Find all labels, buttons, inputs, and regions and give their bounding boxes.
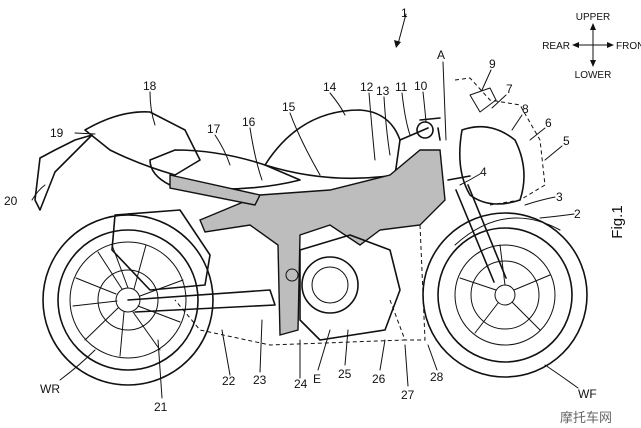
front-fork bbox=[447, 175, 507, 283]
exhaust-pipe bbox=[174, 299, 406, 346]
leader-lines bbox=[31, 13, 579, 399]
tail-cowl bbox=[84, 111, 201, 176]
label-23: 23 bbox=[253, 373, 267, 387]
label-8: 8 bbox=[522, 102, 529, 116]
label-2: 2 bbox=[574, 207, 581, 221]
direction-lower: LOWER bbox=[575, 70, 612, 81]
reference-labels: 1 18 19 20 17 16 15 14 12 13 11 10 A 9 7… bbox=[4, 6, 597, 414]
label-21: 21 bbox=[154, 400, 168, 414]
figure-number: Fig.1 bbox=[609, 205, 626, 238]
label-26: 26 bbox=[372, 372, 386, 386]
fuel-tank bbox=[264, 109, 401, 180]
headlight bbox=[458, 125, 525, 205]
watermark: 摩托车网 bbox=[560, 410, 612, 426]
handlebar bbox=[399, 117, 441, 141]
label-4: 4 bbox=[480, 165, 487, 179]
front-wheel bbox=[422, 212, 588, 378]
label-3: 3 bbox=[556, 190, 563, 204]
rear-wheel bbox=[42, 214, 214, 386]
label-18: 18 bbox=[143, 79, 157, 93]
label-27: 27 bbox=[401, 388, 415, 402]
label-16: 16 bbox=[242, 115, 256, 129]
label-A: A bbox=[437, 48, 445, 62]
direction-front: FRONT bbox=[616, 41, 641, 52]
sub-frame bbox=[169, 174, 262, 206]
label-6: 6 bbox=[545, 116, 552, 130]
label-12: 12 bbox=[360, 80, 374, 94]
direction-rear: REAR bbox=[542, 41, 570, 52]
label-25: 25 bbox=[338, 367, 352, 381]
label-7: 7 bbox=[506, 82, 513, 96]
front-cowl-outline bbox=[454, 77, 546, 206]
label-5: 5 bbox=[563, 134, 570, 148]
label-20: 20 bbox=[4, 194, 18, 208]
under-cowl-outline bbox=[400, 224, 426, 341]
label-WF: WF bbox=[578, 387, 597, 401]
label-17: 17 bbox=[207, 122, 221, 136]
label-9: 9 bbox=[489, 57, 496, 71]
engine bbox=[285, 234, 401, 341]
mirror bbox=[469, 87, 497, 113]
seat bbox=[149, 149, 301, 190]
label-22: 22 bbox=[222, 374, 236, 388]
label-15: 15 bbox=[282, 100, 296, 114]
main-frame bbox=[199, 149, 446, 336]
label-E: E bbox=[313, 372, 321, 386]
label-24: 24 bbox=[294, 377, 308, 391]
label-28: 28 bbox=[430, 370, 444, 384]
label-13: 13 bbox=[376, 84, 390, 98]
label-19: 19 bbox=[50, 126, 64, 140]
label-assembly: 1 bbox=[401, 6, 408, 20]
direction-upper: UPPER bbox=[576, 12, 610, 23]
label-14: 14 bbox=[323, 80, 337, 94]
swingarm bbox=[127, 289, 276, 313]
muffler bbox=[111, 209, 211, 291]
label-10: 10 bbox=[414, 79, 428, 93]
direction-arrows-icon bbox=[572, 23, 614, 67]
label-WR: WR bbox=[40, 382, 60, 396]
label-11: 11 bbox=[395, 80, 408, 94]
rear-fender bbox=[34, 134, 93, 211]
